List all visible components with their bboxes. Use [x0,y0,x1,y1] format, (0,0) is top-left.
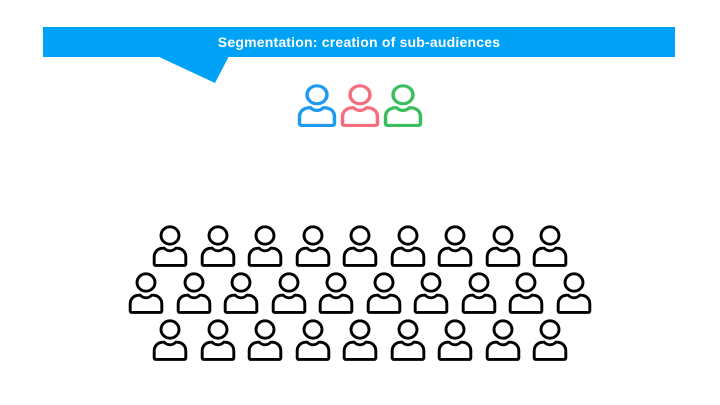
audience-person-icon [246,225,284,267]
speech-bubble-tail-icon [157,56,229,83]
segment-blue-person-icon [296,84,338,127]
segment-green-person-icon [382,84,424,127]
audience-person-icon [436,225,474,267]
crowd-row-2 [0,272,720,314]
audience-person-icon [531,319,569,361]
audience-crowd [0,225,720,366]
crowd-row-1 [0,225,720,267]
audience-person-icon [460,272,498,314]
audience-person-icon [389,225,427,267]
audience-person-icon [199,225,237,267]
audience-person-icon [412,272,450,314]
segment-pink-person-icon [339,84,381,127]
audience-person-icon [294,225,332,267]
segment-icons-group [0,84,720,127]
title-banner: Segmentation: creation of sub-audiences [43,27,675,57]
audience-person-icon [127,272,165,314]
audience-person-icon [175,272,213,314]
audience-person-icon [222,272,260,314]
slide-title: Segmentation: creation of sub-audiences [217,34,501,50]
audience-person-icon [341,225,379,267]
audience-person-icon [317,272,355,314]
audience-person-icon [389,319,427,361]
audience-person-icon [199,319,237,361]
audience-person-icon [531,225,569,267]
audience-person-icon [484,319,522,361]
audience-person-icon [365,272,403,314]
audience-person-icon [246,319,284,361]
audience-person-icon [555,272,593,314]
audience-person-icon [151,225,189,267]
audience-person-icon [270,272,308,314]
audience-person-icon [294,319,332,361]
audience-person-icon [484,225,522,267]
audience-person-icon [507,272,545,314]
crowd-row-3 [0,319,720,361]
audience-person-icon [436,319,474,361]
audience-person-icon [341,319,379,361]
audience-person-icon [151,319,189,361]
